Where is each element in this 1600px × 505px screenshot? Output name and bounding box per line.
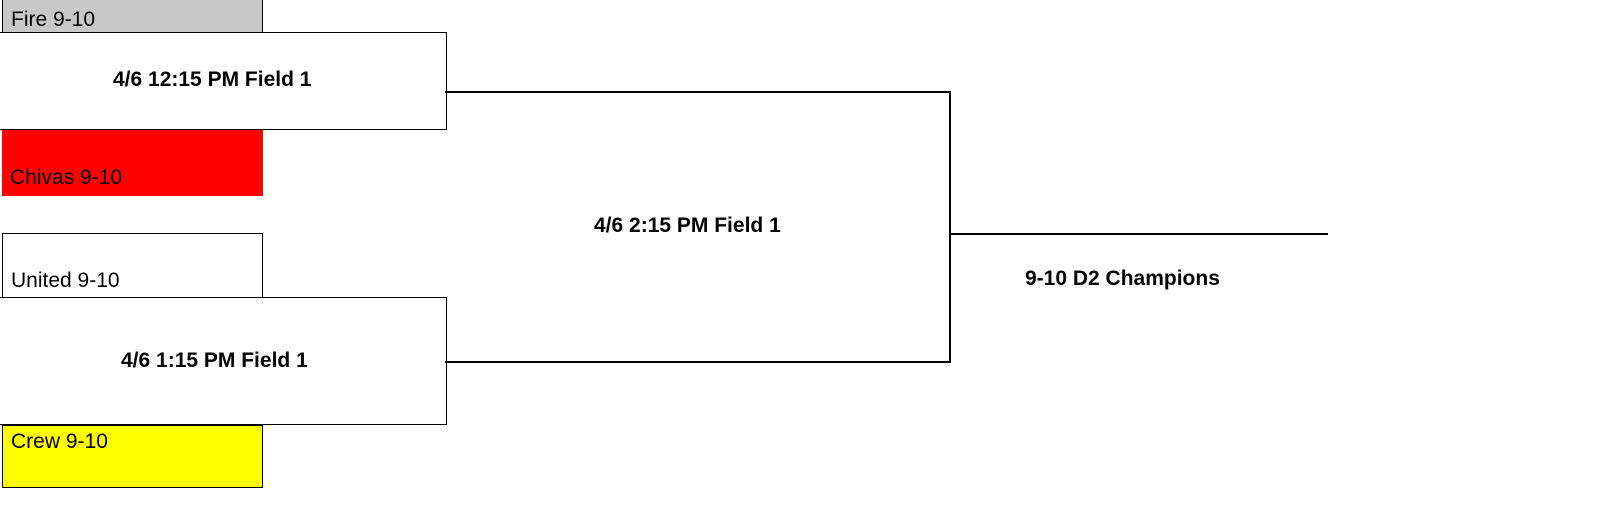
champion-line (950, 233, 1328, 235)
game-label-final: 4/6 2:15 PM Field 1 (594, 214, 781, 237)
connector-semi2 (445, 361, 951, 363)
team-crew: Crew 9-10 (2, 425, 263, 488)
team-fire: Fire 9-10 (2, 0, 263, 33)
connector-final-vertical (949, 91, 951, 363)
team-chivas: Chivas 9-10 (2, 130, 263, 196)
team-united: United 9-10 (2, 233, 263, 298)
team-name: United 9-10 (11, 269, 120, 292)
game-label-semi2: 4/6 1:15 PM Field 1 (121, 349, 308, 372)
game-box-semi2 (0, 297, 447, 425)
team-name: Chivas 9-10 (10, 166, 123, 189)
game-label-semi1: 4/6 12:15 PM Field 1 (113, 68, 312, 91)
team-name: Crew 9-10 (11, 430, 108, 453)
game-box-semi1 (0, 32, 447, 130)
team-name: Fire 9-10 (11, 8, 96, 31)
connector-semi1 (445, 91, 951, 93)
champion-label: 9-10 D2 Champions (1025, 267, 1220, 290)
